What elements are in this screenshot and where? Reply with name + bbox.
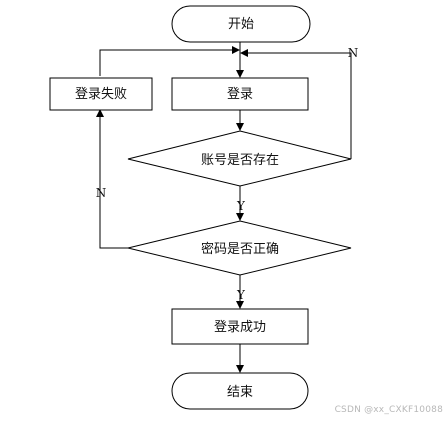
- account-exists-label: 账号是否存在: [201, 153, 279, 168]
- password-no-label: N: [96, 186, 107, 200]
- edge-account-no-loop: [246, 52, 352, 159]
- end-node: 结束: [171, 372, 309, 410]
- login-node: 登录: [171, 77, 309, 111]
- account-exists-decision: 账号是否存在: [127, 130, 352, 187]
- start-node: 开始: [171, 5, 311, 43]
- login-success-node: 登录成功: [171, 308, 309, 345]
- password-yes-label: Y: [236, 288, 246, 302]
- start-node-label: 开始: [228, 17, 254, 32]
- edge-password-no: [99, 114, 128, 249]
- password-correct-decision: 密码是否正确: [127, 220, 352, 276]
- arrowhead-merge-left: [232, 46, 240, 54]
- arrowhead-into-success: [236, 301, 244, 309]
- login-failed-node-label: 登录失败: [75, 87, 127, 102]
- login-success-node-label: 登录成功: [214, 320, 266, 335]
- arrowhead-into-account: [236, 123, 244, 131]
- login-failed-node: 登录失败: [49, 77, 153, 111]
- login-node-label: 登录: [227, 87, 253, 102]
- account-no-label: N: [348, 46, 359, 60]
- edge-failed-to-login: [99, 49, 233, 76]
- arrowhead-into-end: [236, 365, 244, 373]
- end-node-label: 结束: [227, 385, 253, 400]
- arrowhead-into-login: [236, 70, 244, 78]
- watermark-text: CSDN @xx_CXKF10088: [334, 405, 443, 415]
- arrowhead-into-failed: [96, 109, 104, 117]
- password-correct-label: 密码是否正确: [201, 241, 279, 257]
- arrowhead-into-password: [236, 213, 244, 221]
- arrowhead-merge-right: [240, 49, 248, 57]
- account-yes-label: Y: [236, 199, 246, 213]
